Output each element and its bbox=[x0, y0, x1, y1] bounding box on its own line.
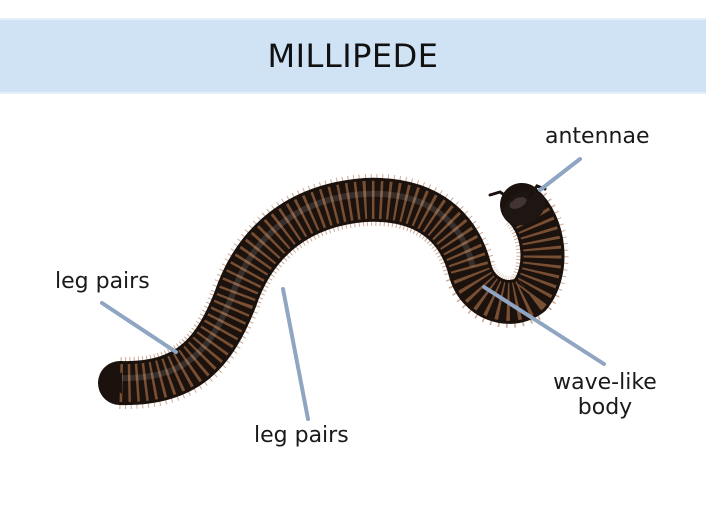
leader-leg-pairs-left bbox=[100, 301, 178, 354]
body-tail-tip bbox=[108, 372, 122, 394]
label-wave-like-body: wave-like body bbox=[542, 370, 668, 420]
label-antennae: antennae bbox=[545, 124, 650, 149]
leader-leg-pairs-bottom bbox=[281, 287, 310, 421]
body-sheen bbox=[117, 190, 475, 382]
antenna-left bbox=[488, 190, 514, 202]
label-wave-line1: wave-like bbox=[553, 370, 657, 395]
leader-antennae bbox=[538, 157, 582, 192]
head-highlight bbox=[509, 197, 527, 209]
title-band bbox=[0, 18, 706, 94]
leader-lines bbox=[100, 157, 606, 421]
label-leg-pairs-left: leg pairs bbox=[55, 269, 150, 294]
label-leg-pairs-bottom: leg pairs bbox=[254, 423, 349, 448]
body-segments bbox=[119, 180, 562, 403]
millipede-head bbox=[502, 190, 546, 226]
millipede-body bbox=[98, 177, 565, 406]
leader-wave-like-body bbox=[482, 285, 606, 366]
label-wave-line2: body bbox=[577, 395, 633, 420]
page-title: MILLIPEDE bbox=[267, 37, 439, 75]
